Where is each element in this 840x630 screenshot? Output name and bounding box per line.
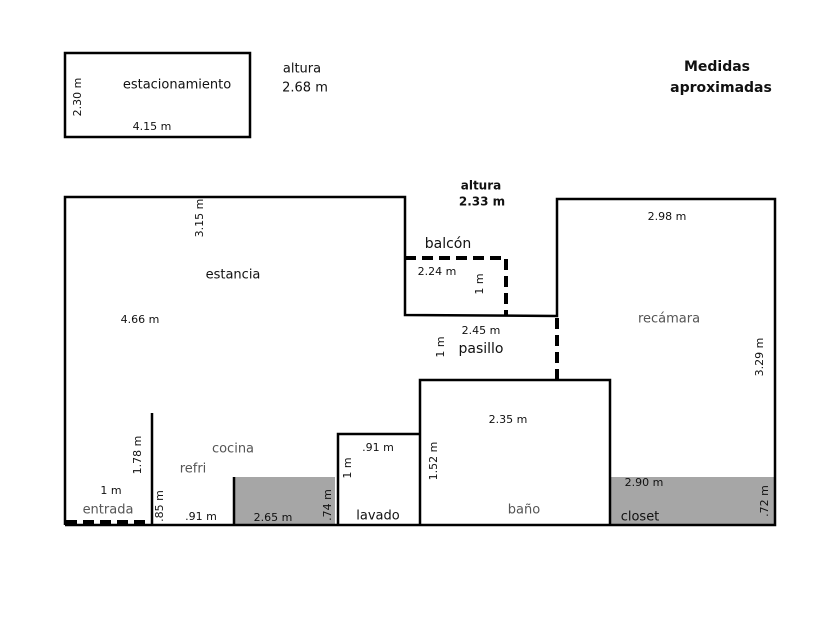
title-line-2: aproximadas bbox=[670, 80, 772, 96]
refri-depth: .85 m bbox=[153, 490, 166, 522]
cocina-label: cocina bbox=[212, 442, 254, 457]
bano-width: 2.35 m bbox=[489, 413, 528, 426]
counter-width: 2.65 m bbox=[254, 511, 293, 524]
counter-depth: .74 m bbox=[321, 489, 334, 521]
estancia-label: estancia bbox=[206, 268, 261, 283]
pasillo-depth: 1 m bbox=[434, 336, 447, 357]
parking-label: estacionamiento bbox=[123, 78, 231, 93]
bano-label: baño bbox=[508, 503, 540, 518]
parking-height: 2.30 m bbox=[71, 78, 84, 117]
pasillo-width: 2.45 m bbox=[462, 324, 501, 337]
bano-depth: 1.52 m bbox=[427, 442, 440, 481]
balcon-width: 2.24 m bbox=[418, 265, 457, 278]
lavado-width: .91 m bbox=[362, 441, 394, 454]
parking-altura-value: 2.68 m bbox=[282, 81, 328, 96]
outer-walls bbox=[63, 195, 777, 527]
cocina-wall-length: 1.78 m bbox=[131, 436, 144, 475]
balcon-depth: 1 m bbox=[473, 273, 486, 294]
parking-width: 4.15 m bbox=[133, 120, 172, 133]
refri-label: refri bbox=[180, 462, 207, 477]
lavado-walls bbox=[336, 432, 420, 525]
lavado-depth: 1 m bbox=[341, 457, 354, 478]
kitchen-counter bbox=[234, 477, 335, 525]
recamara-depth: 3.29 m bbox=[753, 338, 766, 377]
lavado-label: lavado bbox=[356, 509, 399, 524]
pasillo-label: pasillo bbox=[459, 341, 504, 357]
balcon-railing bbox=[405, 256, 508, 316]
recamara-width: 2.98 m bbox=[648, 210, 687, 223]
bano-walls bbox=[418, 378, 612, 525]
estancia-top: 3.15 m bbox=[193, 199, 206, 238]
balcon-label: balcón bbox=[425, 236, 472, 252]
closet-area bbox=[610, 477, 775, 525]
parking-outline bbox=[63, 51, 252, 139]
main-altura-value: 2.33 m bbox=[459, 195, 505, 209]
entrada-label: entrada bbox=[83, 503, 134, 518]
closet-width: 2.90 m bbox=[625, 476, 664, 489]
closet-label: closet bbox=[621, 510, 660, 525]
entrada-width: 1 m bbox=[100, 484, 121, 497]
title-line-1: Medidas bbox=[684, 59, 750, 75]
estancia-width: 4.66 m bbox=[121, 313, 160, 326]
main-altura-label: altura bbox=[461, 179, 502, 193]
closet-depth: .72 m bbox=[758, 485, 771, 517]
recamara-label: recámara bbox=[638, 312, 700, 327]
refri-width: .91 m bbox=[185, 510, 217, 523]
parking-altura-label: altura bbox=[283, 62, 321, 77]
